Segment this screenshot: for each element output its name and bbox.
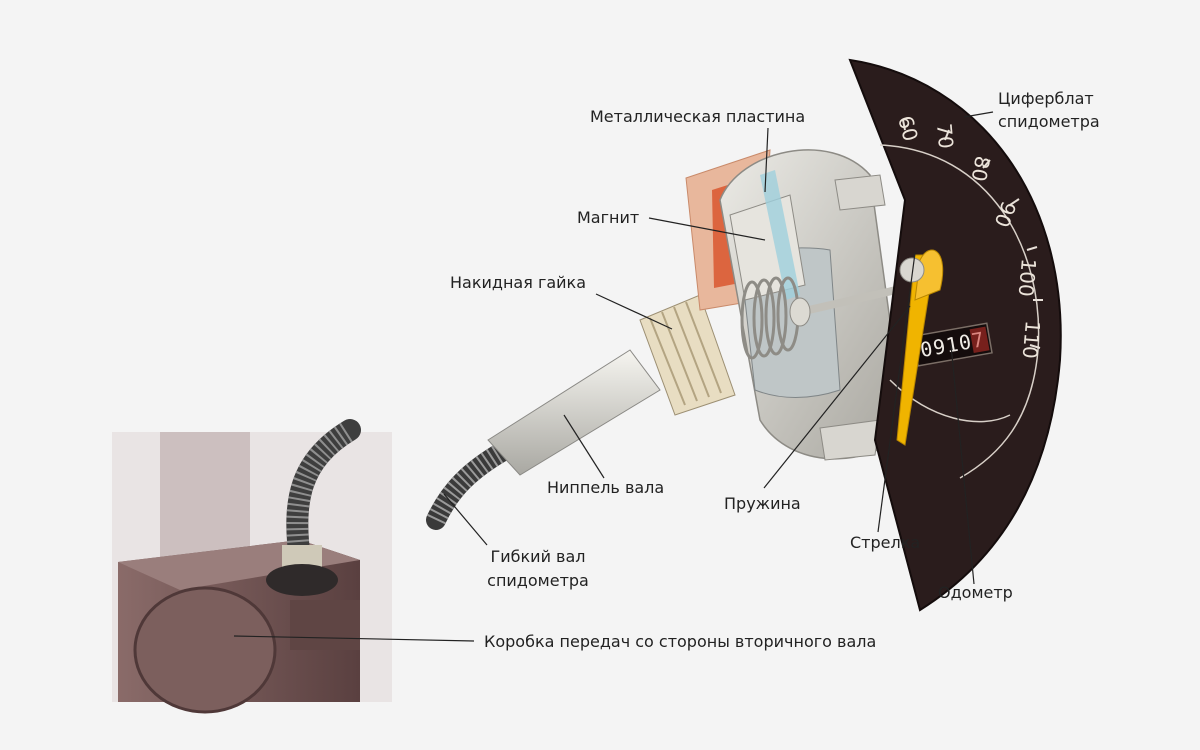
speedometer-needle	[896, 249, 944, 446]
label-spring: Пружина	[724, 494, 801, 513]
gearbox-side-boss	[290, 600, 360, 650]
label-gearbox: Коробка передач со стороны вторичного ва…	[484, 632, 877, 651]
leader-needle	[877, 252, 916, 533]
dial-number-100: 100	[1014, 258, 1041, 298]
label-metal-plate: Металлическая пластина	[590, 107, 806, 126]
leader-union-nut	[595, 293, 673, 330]
leader-spring	[763, 305, 911, 489]
top-bracket	[834, 174, 886, 211]
axle-hub	[789, 297, 811, 327]
metal-plate-edge	[760, 170, 800, 300]
label-shaft-nipple: Ниппель вала	[547, 478, 665, 497]
dial-number-70: 70	[932, 122, 958, 149]
gearbox	[112, 432, 392, 714]
label-dial-line2: спидометра	[998, 112, 1100, 131]
odometer-last-digit-highlight	[969, 326, 990, 353]
label-odometer: Одометр	[938, 583, 1013, 602]
label-union-nut: Накидная гайка	[450, 273, 587, 292]
label-flex-shaft-line2: спидометра	[487, 571, 589, 590]
axle-rod	[796, 284, 909, 316]
flex-shaft-upper	[426, 440, 515, 530]
label-magnet: Магнит	[577, 208, 640, 227]
leader-flex-shaft	[443, 493, 488, 546]
dial-number-110: 110	[1018, 320, 1045, 360]
shaft-ferrule	[282, 545, 322, 567]
flex-shaft-lower	[266, 419, 361, 596]
needle-pivot	[899, 257, 925, 283]
leader-metal-plate	[764, 127, 769, 193]
label-flex-shaft-line1: Гибкий вал	[490, 547, 586, 566]
shaft-nipple	[487, 349, 661, 476]
label-needle: Стрелка	[850, 533, 921, 552]
leader-gearbox	[233, 635, 475, 642]
leader-shaft-nipple	[563, 414, 605, 479]
front-bracket	[819, 419, 881, 461]
gearbox-round-cover	[133, 586, 277, 714]
shaft-collar	[266, 564, 338, 596]
leader-magnet	[648, 217, 766, 241]
dial-number-80: 80	[967, 154, 995, 183]
label-dial-line1: Циферблат	[998, 89, 1094, 108]
leader-odometer	[950, 344, 975, 585]
union-nut	[639, 294, 736, 416]
gearbox-shadow	[160, 432, 250, 560]
leader-dial	[963, 111, 994, 118]
